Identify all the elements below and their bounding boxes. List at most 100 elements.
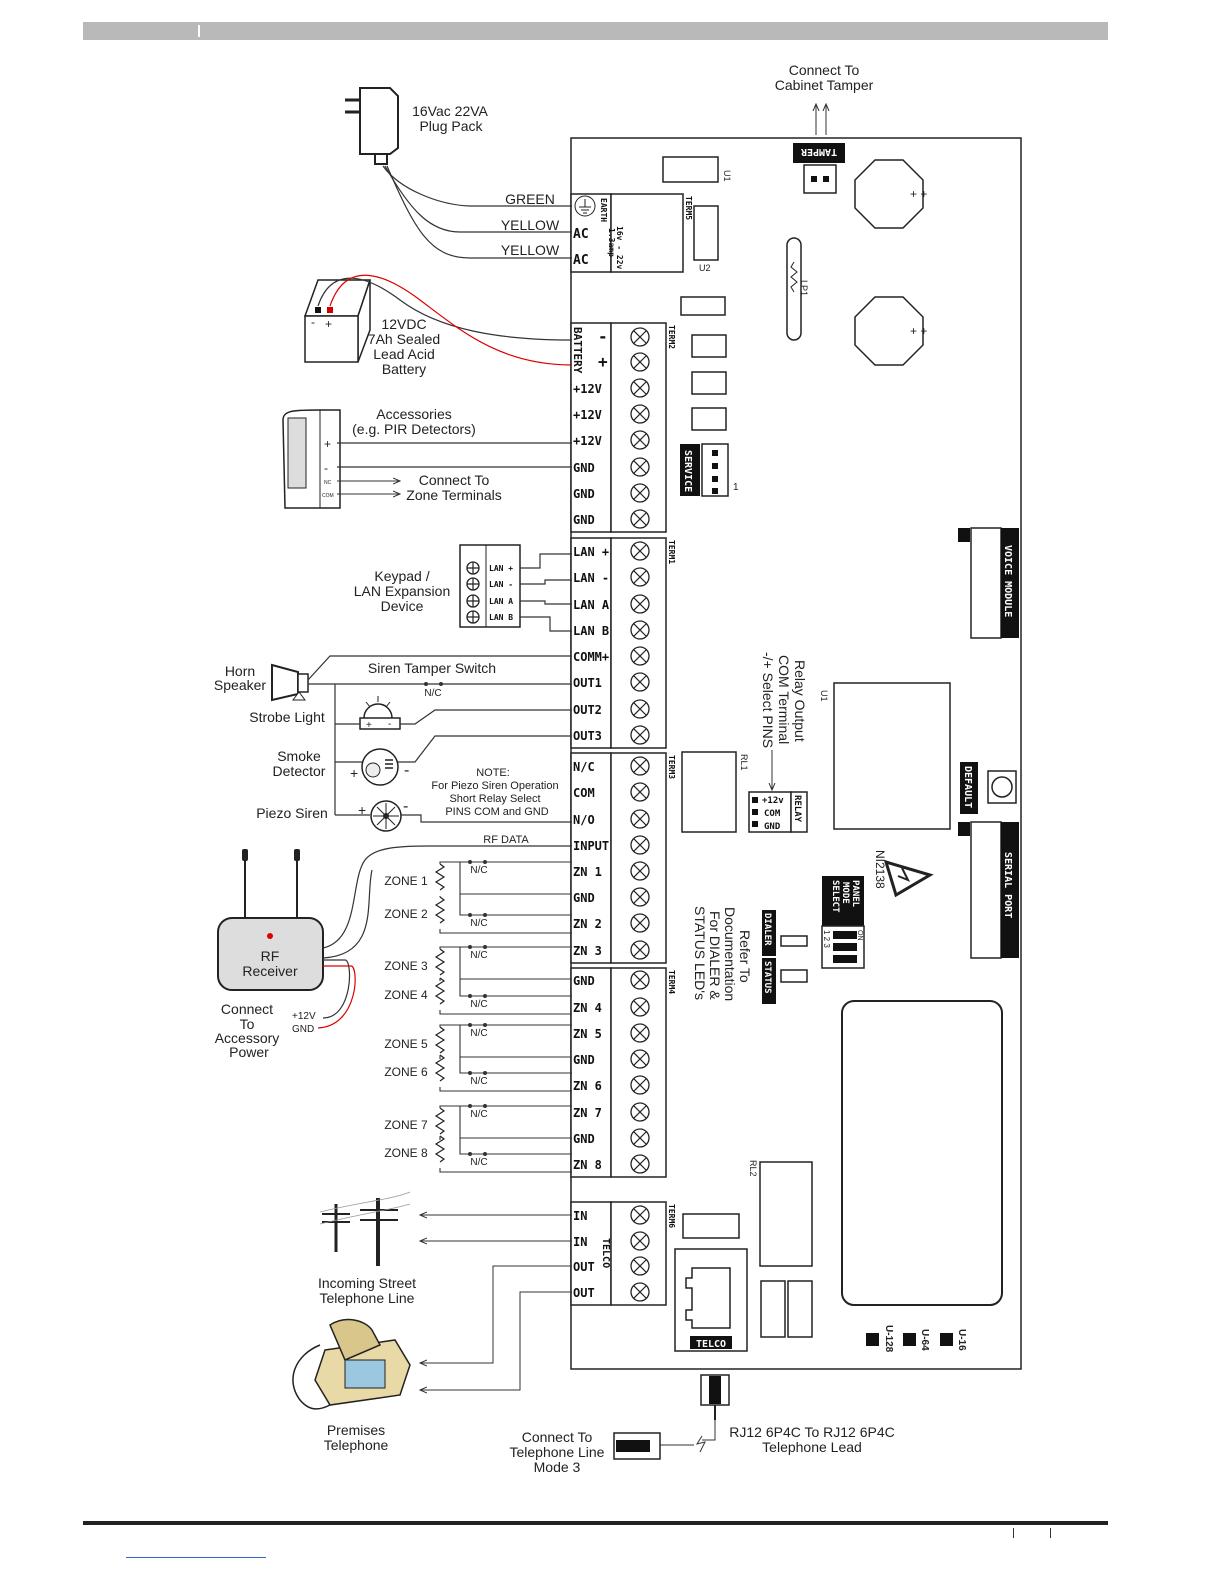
terminal-label: IN	[573, 1235, 587, 1249]
terminal-screw	[630, 672, 650, 692]
wire-yellow-2	[386, 165, 572, 259]
panel-mode-3: SELECT	[830, 880, 840, 913]
terminal-label: IN	[573, 1209, 587, 1223]
u1-label: U1	[722, 170, 732, 182]
svg-text:+ +: + +	[910, 324, 927, 338]
svg-text:+ +: + +	[910, 187, 927, 201]
rj12-lead	[613, 1374, 730, 1460]
connect-mode-1: Connect To	[522, 1429, 593, 1445]
terminal-screw	[630, 457, 650, 477]
footer-tick	[1013, 1528, 1014, 1538]
relay-note-2: COM Terminal	[776, 655, 792, 744]
strobe-light-icon: + -	[359, 696, 401, 731]
terminal-label: -	[598, 327, 608, 346]
u2-chip	[693, 205, 719, 261]
refer-note-4: STATUS LED's	[692, 906, 708, 1000]
terminal-label: +	[598, 352, 608, 371]
ni2138-label: NI2138	[873, 850, 887, 889]
keypad-label-2: LAN Expansion	[354, 583, 451, 599]
terminal-label: ZN 3	[573, 944, 602, 958]
zone-nc-label: N/C	[470, 950, 487, 961]
connect-mode-3: Mode 3	[534, 1459, 581, 1475]
green-label: GREEN	[505, 191, 555, 207]
terminal-screw	[630, 620, 650, 640]
zone-nc-label: N/C	[470, 1109, 487, 1120]
horn-label-2: Speaker	[214, 677, 266, 693]
terminal-screw	[630, 1231, 650, 1251]
zone-nc-label: N/C	[470, 1157, 487, 1168]
terminal-screw	[630, 699, 650, 719]
battery-wire-pos	[329, 274, 573, 366]
zone-label: ZONE 5	[384, 1037, 428, 1051]
rf-receiver-icon	[217, 849, 324, 991]
terminal-screw	[630, 646, 650, 666]
terminal-screw	[630, 1075, 650, 1095]
u16-jumper	[940, 1333, 953, 1346]
footer-tick	[1050, 1528, 1051, 1538]
keypad-label-3: Device	[381, 598, 424, 614]
zone-label: ZONE 8	[384, 1146, 428, 1160]
component-box	[787, 1280, 813, 1338]
terminal-screw	[630, 567, 650, 587]
relay-box-label: RELAY	[792, 795, 802, 823]
terminal-screw	[630, 756, 650, 776]
refer-note-3: For DIALER &	[707, 911, 723, 1000]
module-outline	[841, 1000, 1003, 1306]
terminal-screw	[630, 940, 650, 960]
capacitor-1: + +	[854, 159, 927, 229]
zone-nc-label: N/C	[470, 865, 487, 876]
relay-note-1: Relay Output	[792, 660, 808, 742]
terminal-label: N/O	[573, 813, 595, 827]
siren-nc-label: N/C	[424, 688, 441, 699]
keypad-screw	[466, 594, 480, 608]
component-box	[682, 1213, 740, 1239]
terminal-label: GND	[573, 974, 595, 988]
panel-mode-1: PANEL	[850, 880, 860, 908]
premises-label-2: Telephone	[324, 1437, 389, 1453]
terminal-label: ZN 8	[573, 1158, 602, 1172]
earth-voltage: 16v - 22v	[615, 226, 624, 270]
relay-note-3: -/+ Select PINS	[760, 652, 776, 748]
terminal-screw	[630, 1128, 650, 1148]
header-tick	[198, 25, 200, 37]
yellow-label-2: YELLOW	[501, 242, 560, 258]
rf-receiver-label-1: RF	[261, 948, 280, 964]
terminal-label: OUT3	[573, 729, 602, 743]
terminal-screw	[630, 1282, 650, 1302]
header-bar	[83, 22, 1108, 40]
dip-numbers: 1 2 3	[822, 930, 831, 948]
terminal-screw	[630, 970, 650, 990]
voice-module-header: VOICE MODULE	[958, 527, 1019, 639]
u2-label: U2	[699, 263, 711, 273]
incoming-line-2: Telephone Line	[320, 1290, 415, 1306]
component-box	[691, 334, 727, 358]
terminal-screw	[630, 541, 650, 561]
svg-text:-: -	[403, 798, 408, 815]
zone-nc-label: N/C	[470, 918, 487, 929]
zone-label: ZONE 2	[384, 907, 428, 921]
relay-pin-gnd: GND	[764, 822, 781, 832]
keypad-pin-lan-a: LAN A	[489, 597, 513, 606]
terminal-screw	[630, 327, 650, 347]
terminal-screw	[630, 913, 650, 933]
premises-label-1: Premises	[327, 1422, 385, 1438]
rj12-label-1: RJ12 6P4C To RJ12 6P4C	[729, 1424, 895, 1440]
service-header: SERVICE 1	[680, 443, 739, 497]
terminal-screw	[630, 1023, 650, 1043]
plug-pack-label-2: Plug Pack	[419, 118, 483, 134]
accessories-connect-1: Connect To	[419, 472, 490, 488]
relay-pin-12v: +12v	[762, 796, 784, 806]
rl2-label: RL2	[748, 1160, 758, 1177]
svg-text:+: +	[366, 720, 372, 731]
terminal-screw	[630, 594, 650, 614]
u16-label: U-16	[956, 1329, 967, 1351]
telco-term-label: TELCO	[600, 1238, 611, 1268]
terminal-label: ZN 4	[573, 1001, 602, 1015]
